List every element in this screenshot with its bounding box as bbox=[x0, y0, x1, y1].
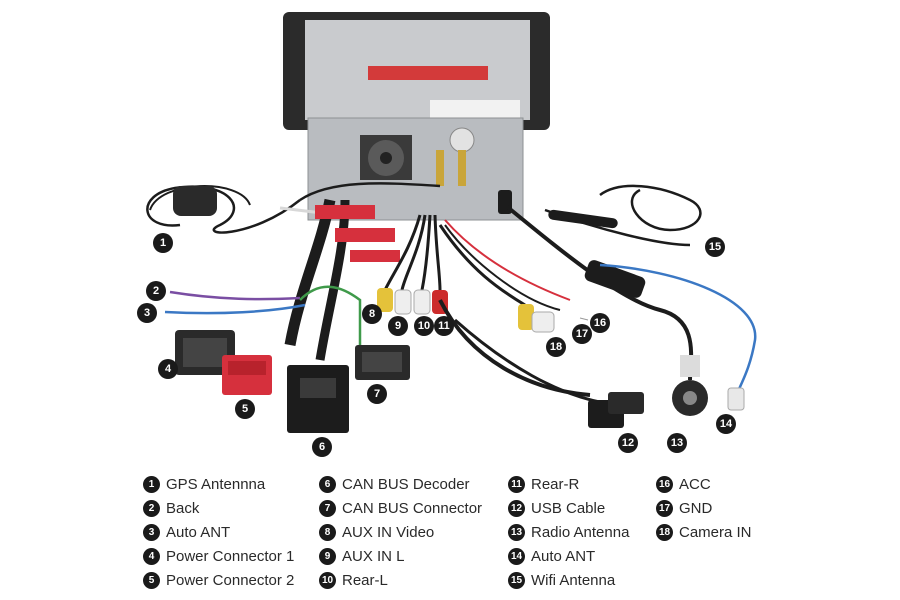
legend-number: 2 bbox=[143, 499, 160, 517]
legend-label: GND bbox=[679, 499, 713, 517]
legend-label: Auto ANT bbox=[166, 523, 231, 541]
legend-label: CAN BUS Decoder bbox=[342, 475, 470, 493]
legend-item: 18 Camera IN bbox=[656, 520, 752, 544]
legend-label: Rear-L bbox=[342, 571, 388, 589]
wiring-diagram: 1 2 3 4 5 6 7 8 9 10 11 12 13 14 15 16 1… bbox=[137, 12, 757, 457]
callout-2: 2 bbox=[146, 281, 166, 301]
wiring-illustration bbox=[146, 12, 757, 433]
power-connector-1 bbox=[175, 330, 235, 375]
legend-label: Radio Antenna bbox=[531, 523, 630, 541]
callout-14: 14 bbox=[716, 414, 736, 434]
callout-13: 13 bbox=[667, 433, 687, 453]
legend-label: AUX IN Video bbox=[342, 523, 435, 541]
legend-number: 16 bbox=[656, 475, 673, 493]
legend-item: 9 AUX IN L bbox=[319, 544, 482, 568]
legend-number: 4 bbox=[143, 547, 160, 565]
back-wire bbox=[169, 290, 301, 301]
legend-number: 15 bbox=[508, 571, 525, 589]
legend-number: 11 bbox=[508, 475, 525, 493]
legend-label: Camera IN bbox=[679, 523, 752, 541]
legend-label: ACC bbox=[679, 475, 711, 493]
legend-item: 11 Rear-R bbox=[508, 472, 629, 496]
callout-12: 12 bbox=[618, 433, 638, 453]
legend-label: Power Connector 2 bbox=[166, 571, 295, 589]
legend-item: 2 Back bbox=[143, 496, 294, 520]
legend-label: AUX IN L bbox=[342, 547, 405, 565]
callout-6: 6 bbox=[312, 437, 332, 457]
gps-antenna bbox=[146, 182, 441, 234]
legend-label: GPS Antennna bbox=[166, 475, 266, 493]
callout-10: 10 bbox=[414, 316, 434, 336]
power-connector-2 bbox=[222, 355, 272, 395]
legend-number: 18 bbox=[656, 523, 673, 541]
callout-9: 9 bbox=[388, 316, 408, 336]
callout-7: 7 bbox=[367, 384, 387, 404]
legend-number: 9 bbox=[319, 547, 336, 565]
callout-16: 16 bbox=[590, 313, 610, 333]
legend-item: 13 Radio Antenna bbox=[508, 520, 629, 544]
legend-item: 12 USB Cable bbox=[508, 496, 629, 520]
callout-5: 5 bbox=[235, 399, 255, 419]
legend-number: 7 bbox=[319, 499, 336, 517]
callout-15: 15 bbox=[705, 237, 725, 257]
legend-item: 1 GPS Antennna bbox=[143, 472, 294, 496]
legend-number: 5 bbox=[143, 571, 160, 589]
legend-label: Back bbox=[166, 499, 200, 517]
legend-item: 8 AUX IN Video bbox=[319, 520, 482, 544]
legend-item: 4 Power Connector 1 bbox=[143, 544, 294, 568]
can-green-wire bbox=[299, 285, 362, 345]
legend-label: Power Connector 1 bbox=[166, 547, 295, 565]
main-harness bbox=[164, 198, 400, 361]
legend-number: 13 bbox=[508, 523, 525, 541]
legend-item: 6 CAN BUS Decoder bbox=[319, 472, 482, 496]
legend-number: 3 bbox=[143, 523, 160, 541]
legend-item: 15 Wifi Antenna bbox=[508, 568, 629, 592]
callout-3: 3 bbox=[137, 303, 157, 323]
legend-number: 8 bbox=[319, 523, 336, 541]
radio-antenna-cable bbox=[503, 203, 708, 416]
canbus-connector bbox=[355, 345, 410, 380]
legend-column-4: 16 ACC 17 GND 18 Camera IN bbox=[656, 472, 752, 544]
legend-number: 14 bbox=[508, 547, 525, 565]
legend-label: Wifi Antenna bbox=[531, 571, 616, 589]
legend-item: 3 Auto ANT bbox=[143, 520, 294, 544]
callout-17: 17 bbox=[572, 324, 592, 344]
legend-item: 10 Rear-L bbox=[319, 568, 482, 592]
callout-8: 8 bbox=[362, 304, 382, 324]
legend-number: 12 bbox=[508, 499, 525, 517]
warning-sticker bbox=[368, 66, 488, 80]
callout-4: 4 bbox=[158, 359, 178, 379]
legend-item: 16 ACC bbox=[656, 472, 752, 496]
legend-item: 14 Auto ANT bbox=[508, 544, 629, 568]
legend-label: Auto ANT bbox=[531, 547, 596, 565]
canbus-decoder bbox=[287, 365, 349, 433]
aux-cables bbox=[438, 219, 571, 333]
legend-number: 17 bbox=[656, 499, 673, 517]
callout-11: 11 bbox=[434, 316, 454, 336]
legend-number: 1 bbox=[143, 475, 160, 493]
legend-number: 10 bbox=[319, 571, 336, 589]
legend-item: 7 CAN BUS Connector bbox=[319, 496, 482, 520]
auto-ant-blue-wire bbox=[599, 263, 757, 411]
callout-18: 18 bbox=[546, 337, 566, 357]
rca-cables bbox=[377, 214, 448, 315]
legend-label: CAN BUS Connector bbox=[342, 499, 483, 517]
legend-label: Rear-R bbox=[531, 475, 580, 493]
legend-label: USB Cable bbox=[531, 499, 606, 517]
wifi-antenna bbox=[544, 184, 702, 247]
auto-ant-wire bbox=[164, 303, 306, 315]
legend-number: 6 bbox=[319, 475, 336, 493]
legend-item: 17 GND bbox=[656, 496, 752, 520]
legend-column-3: 11 Rear-R 12 USB Cable 13 Radio Antenna 14 A… bbox=[508, 472, 629, 592]
legend-item: 5 Power Connector 2 bbox=[143, 568, 294, 592]
callout-1: 1 bbox=[153, 233, 173, 253]
